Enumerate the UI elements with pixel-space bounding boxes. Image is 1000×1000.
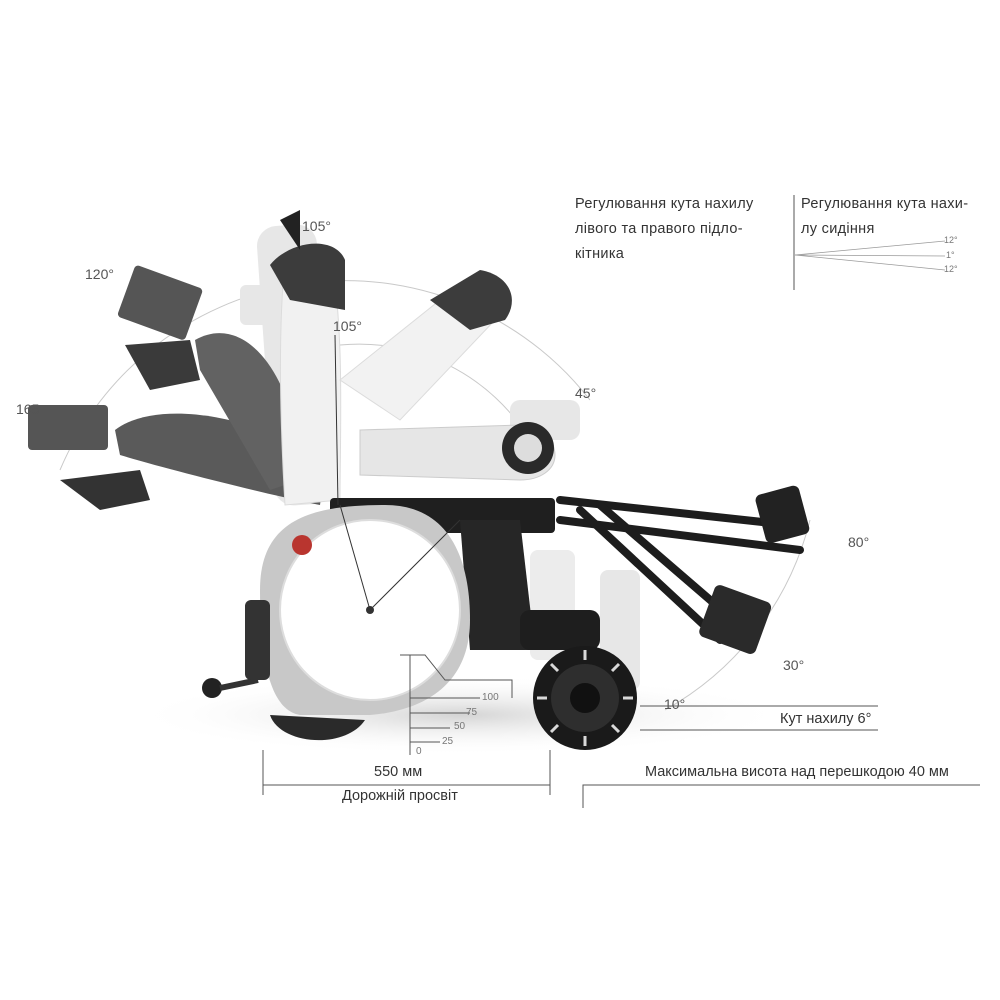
angle-label-80: 80° (848, 534, 870, 550)
headrest-165 (28, 405, 108, 450)
seat-tilt-tick-down: 12° (944, 264, 958, 274)
angle-label-120: 120° (85, 266, 114, 282)
clearance-100: 100 (482, 692, 499, 703)
footplate-80 (755, 485, 810, 543)
armrest-45 (339, 270, 556, 481)
angle-label-45: 45° (575, 385, 597, 401)
pivot-lines (334, 334, 461, 611)
dimension-lines (262, 705, 980, 808)
clearance-scale (400, 654, 513, 755)
seat-tilt-tick-mid: 1° (946, 250, 955, 260)
clearance-0: 0 (416, 746, 422, 757)
backrest-120 (117, 265, 300, 490)
width-label: 550 мм (374, 764, 423, 780)
red-light (292, 535, 312, 555)
seat-tilt-lines (794, 240, 946, 271)
footplate-30 (699, 585, 772, 654)
backrest-105 (270, 210, 345, 506)
max-obstacle-label: Максимальна висота над перешкодою 40 мм (645, 764, 949, 780)
angle-label-30: 30° (783, 657, 805, 673)
clearance-50: 50 (454, 721, 466, 732)
ground-clearance-label: Дорожній просвіт (342, 788, 458, 804)
tilt-angle-label: Кут нахилу 6° (780, 711, 872, 727)
front-wheel (533, 646, 637, 750)
legrest-text-line-3: кітника (575, 246, 625, 262)
seat-text-line-2: лу сидіння (801, 221, 875, 237)
seat-text-line-1: Регулювання кута нахи- (801, 196, 969, 212)
legrest-text-line-1: Регулювання кута нахилу (575, 196, 754, 212)
clearance-25: 25 (442, 736, 454, 747)
seat-tilt-tick-up: 12° (944, 235, 958, 245)
angle-label-105-inner: 105° (333, 318, 362, 334)
angle-label-105-top: 105° (302, 218, 331, 234)
legrest-text-line-2: лівого та правого підло- (575, 221, 743, 237)
rear-caster (202, 600, 270, 698)
seat-tilt-text: Регулювання кута нахи- лу сидіння (801, 192, 968, 242)
angle-label-10: 10° (664, 696, 686, 712)
headrest-120 (117, 265, 203, 340)
clearance-75: 75 (466, 707, 478, 718)
legrest-adjustment-text: Регулювання кута нахилу лівого та правог… (575, 192, 787, 267)
angle-label-165: 165 (16, 401, 40, 417)
